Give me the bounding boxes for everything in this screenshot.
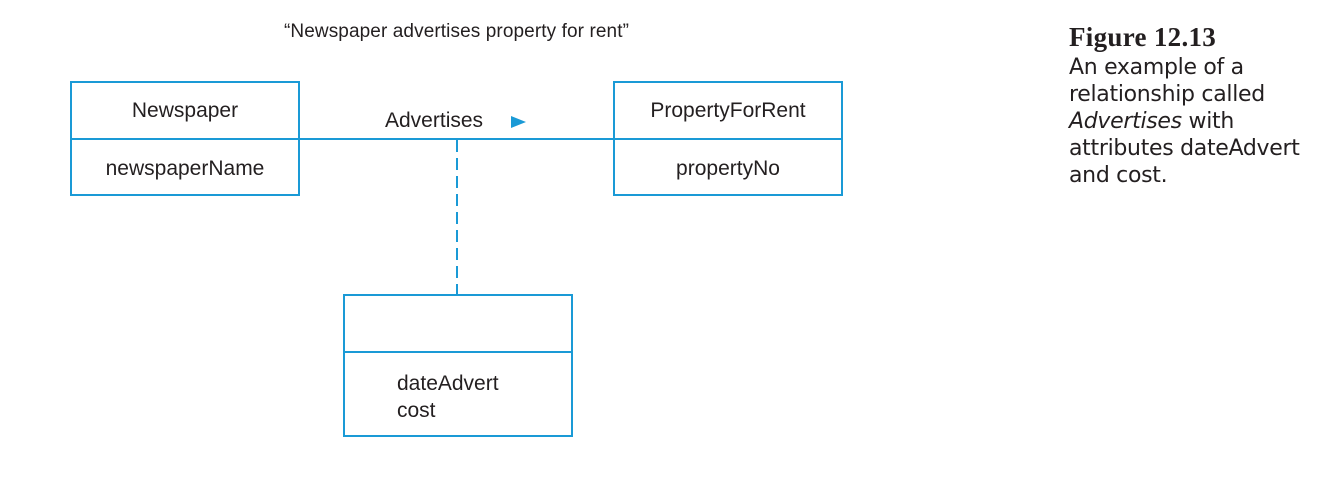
association-class-box — [343, 294, 573, 437]
caption-text-part: with attributes dateAdvert and cost. — [1069, 109, 1300, 188]
relationship-label: Advertises — [385, 109, 484, 133]
direction-arrow-icon — [511, 116, 526, 128]
caption-text-part: An example of a relationship called — [1069, 55, 1265, 107]
figure-caption: Figure 12.13 An example of a relationshi… — [1069, 20, 1319, 189]
caption-text: An example of a relationship called Adve… — [1069, 54, 1319, 189]
figure-number: Figure 12.13 — [1069, 22, 1217, 52]
newspaper-entity-attribute: newspaperName — [105, 157, 265, 180]
newspaper-entity-name: Newspaper — [131, 99, 239, 122]
association-class-attributes: dateAdvert cost — [397, 370, 499, 424]
attribute-cost: cost — [397, 399, 436, 422]
diagram-title: “Newspaper advertises property for rent” — [283, 21, 630, 42]
caption-italic-text: Advertises — [1069, 109, 1182, 134]
attribute-dateadvert: dateAdvert — [397, 372, 499, 395]
propertyforrent-entity-name: PropertyForRent — [650, 99, 806, 122]
propertyforrent-entity-attribute: propertyNo — [676, 157, 780, 180]
